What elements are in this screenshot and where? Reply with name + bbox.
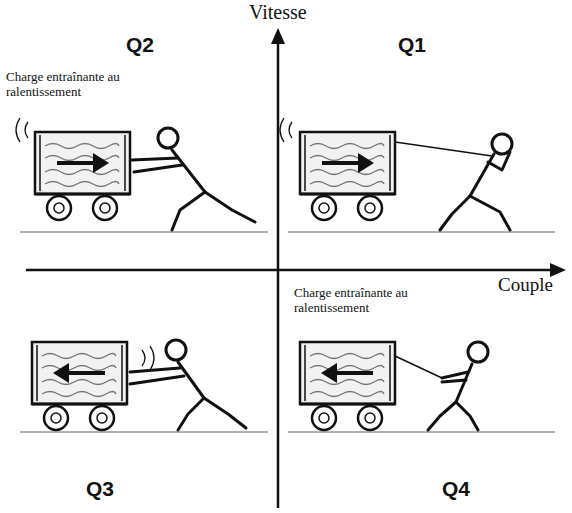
q4-scene <box>288 342 555 432</box>
speed-axis <box>277 40 280 508</box>
q2-scene <box>16 118 268 232</box>
quadrant-label: Q2 <box>126 33 154 57</box>
axis-arrowhead <box>271 28 285 44</box>
q3-scene <box>20 340 268 432</box>
q1-scene <box>280 118 555 232</box>
quadrant-label: Q3 <box>86 477 114 501</box>
note-text: Charge entraînante au ralentissement <box>6 70 134 100</box>
quadrant-label: Q1 <box>398 33 426 57</box>
torque-axis <box>26 269 552 272</box>
note-text: Charge entraînante au ralentissement <box>294 286 422 316</box>
axis-label: Vitesse <box>249 1 307 24</box>
quadrant-label: Q4 <box>442 477 470 501</box>
axis-label: Couple <box>498 274 553 296</box>
